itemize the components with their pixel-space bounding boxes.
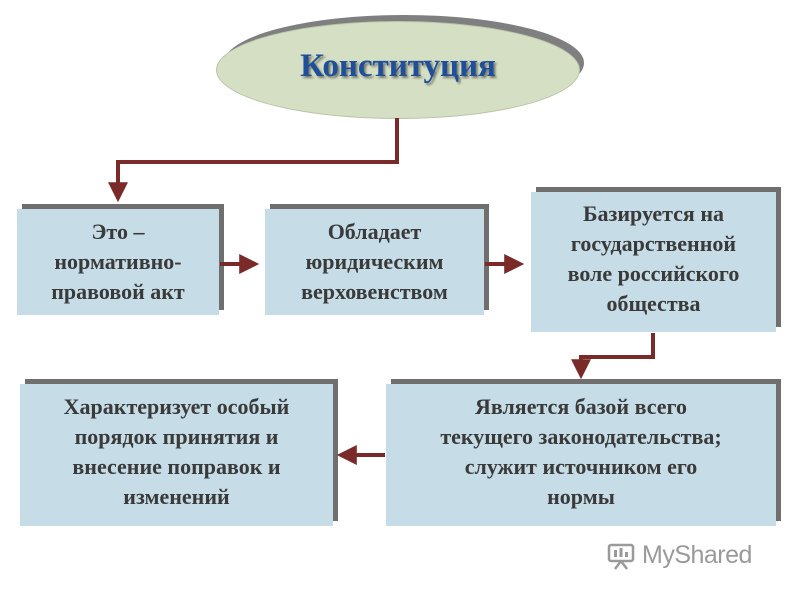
myshared-logo: MyShared [606,538,752,572]
presentation-board-icon [607,543,635,570]
box-state-will-text: Базируется на государственной воле росси… [567,201,740,316]
box-normative-act: Это – нормативно- правовой акт [17,209,219,315]
box-amendment-procedure: Характеризует особый порядок принятия и … [20,384,333,526]
box-legislation-basis-text: Является базой всего текущего законодате… [440,394,722,509]
box-legislation-basis: Является базой всего текущего законодате… [386,384,776,526]
title-ellipse: Конституция [216,21,580,119]
diagram-title: Конституция [300,47,496,84]
box-state-will: Базируется на государственной воле росси… [531,192,776,332]
box-amendment-procedure-text: Характеризует особый порядок принятия и … [63,394,290,509]
connector-box3-to-box4 [571,333,655,380]
box-legal-supremacy: Обладает юридическим верховенством [265,209,484,315]
connector-title-to-box1 [108,118,399,203]
logo-text: MyShared [642,540,752,569]
box-legal-supremacy-text: Обладает юридическим верховенством [301,219,448,304]
box-normative-act-text: Это – нормативно- правовой акт [51,219,185,304]
